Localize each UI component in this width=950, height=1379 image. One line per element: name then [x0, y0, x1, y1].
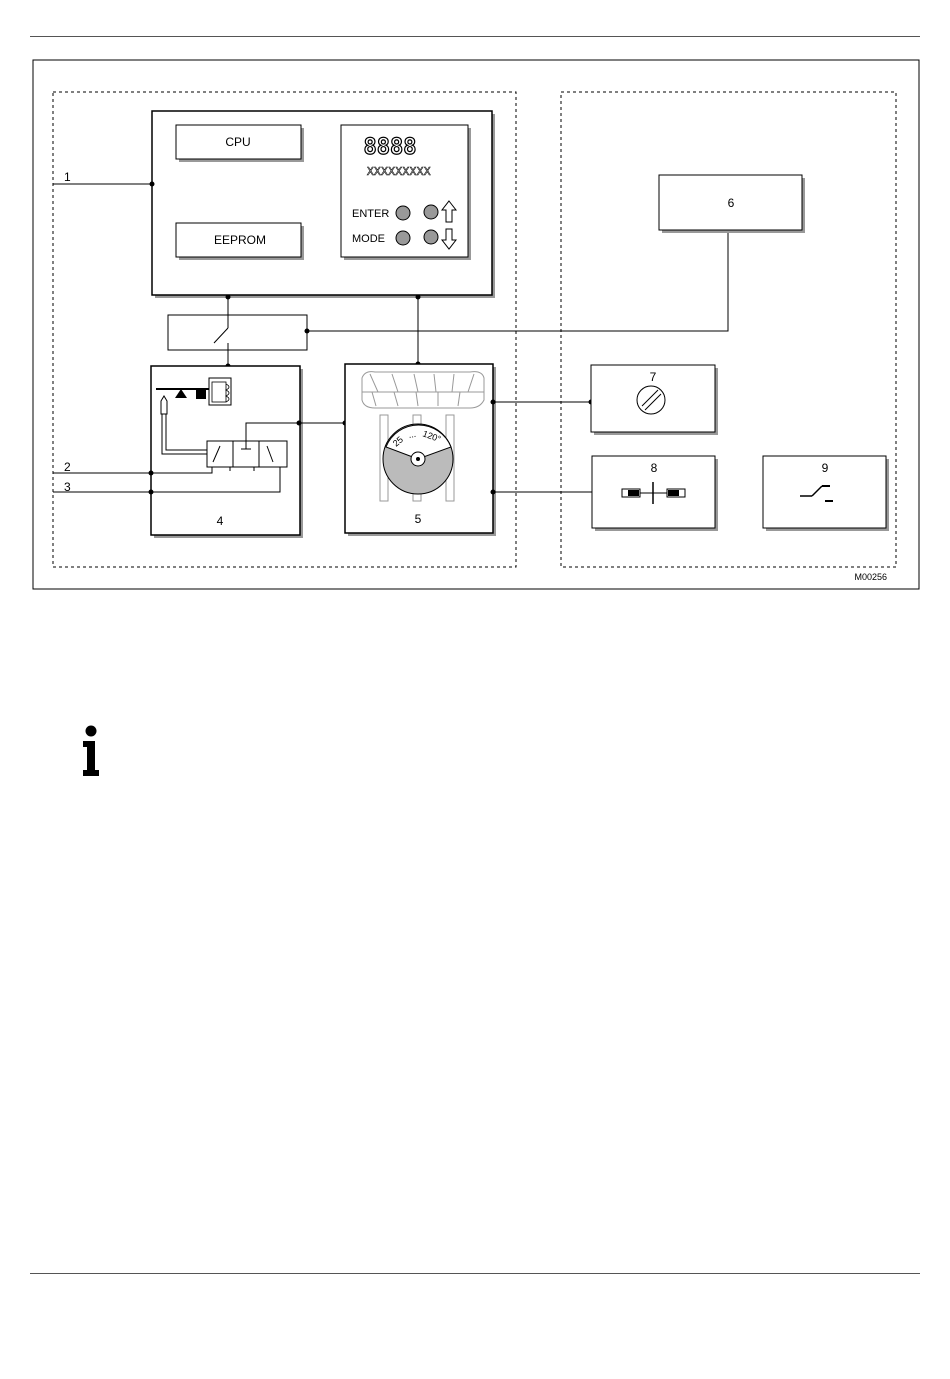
callout-3: 3 [64, 480, 71, 494]
callout-9: 9 [822, 461, 829, 475]
callout-4: 4 [217, 514, 224, 528]
callout-6: 6 [728, 196, 735, 210]
potentiometer-icon [637, 386, 665, 414]
block-8: 8 [592, 456, 718, 531]
eeprom-block: EEPROM [176, 223, 304, 260]
block-7: 7 [591, 365, 718, 435]
display-digits: 8888 [364, 135, 417, 160]
callout-7: 7 [650, 370, 657, 384]
callout-5: 5 [415, 512, 422, 526]
callout-8: 8 [651, 461, 658, 475]
eeprom-label: EEPROM [214, 233, 266, 247]
figure-id: M00256 [854, 572, 887, 582]
info-icon [78, 724, 104, 778]
callout-2: 2 [64, 460, 71, 474]
enter-button [396, 206, 410, 220]
position-sensor: 25 ... 120° 5 [345, 364, 496, 536]
ip-module: 4 [151, 366, 303, 538]
electronics-module: CPU EEPROM 8888 XXXXXXXXX ENTER MODE [152, 111, 495, 298]
mode-button [396, 231, 410, 245]
cpu-label: CPU [225, 135, 250, 149]
footer-rule [30, 1273, 920, 1274]
block-9: 9 [763, 456, 889, 531]
up-button [424, 205, 438, 219]
callout-1: 1 [64, 170, 71, 184]
enter-key-label: ENTER [352, 208, 389, 220]
display-segment-text: XXXXXXXXX [367, 165, 431, 178]
block-diagram: CPU EEPROM 8888 XXXXXXXXX ENTER MODE 1 [0, 0, 950, 600]
block-6: 6 [659, 175, 805, 233]
mode-key-label: MODE [352, 233, 385, 245]
cpu-block: CPU [176, 125, 304, 162]
switch-block [168, 295, 307, 369]
display-panel: 8888 XXXXXXXXX ENTER MODE [341, 125, 471, 260]
down-button [424, 230, 438, 244]
